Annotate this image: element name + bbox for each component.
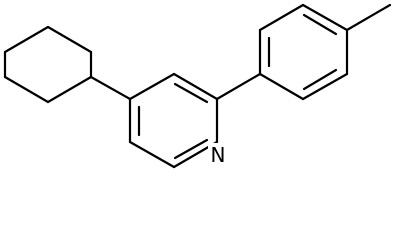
atom-label-background: [208, 143, 228, 167]
bond: [46, 25, 93, 54]
bond: [3, 75, 50, 104]
double-bond-inner: [302, 13, 338, 36]
pyridine-tolyl-bond: [215, 72, 262, 101]
bond: [3, 25, 50, 54]
chemical-structure-diagram: N: [3, 3, 392, 169]
methyl-bond: [345, 3, 392, 32]
bond: [128, 140, 176, 169]
double-bond-inner: [173, 82, 209, 104]
bond: [301, 3, 349, 32]
bond: [258, 3, 305, 32]
bond: [46, 75, 93, 104]
bond: [172, 72, 219, 101]
nitrogen-atom: N: [208, 143, 228, 167]
bond: [301, 72, 349, 101]
pyridine-ring: [128, 72, 219, 169]
cyclohexyl-ring: [3, 25, 93, 104]
tolyl-ring: [258, 3, 349, 101]
double-bond-inner: [302, 68, 338, 91]
bond: [128, 72, 176, 101]
double-bond-inner: [173, 138, 209, 160]
atom-label-n: N: [211, 143, 226, 167]
bond: [258, 72, 305, 101]
cyclohexyl-pyridine-bond: [89, 75, 132, 101]
